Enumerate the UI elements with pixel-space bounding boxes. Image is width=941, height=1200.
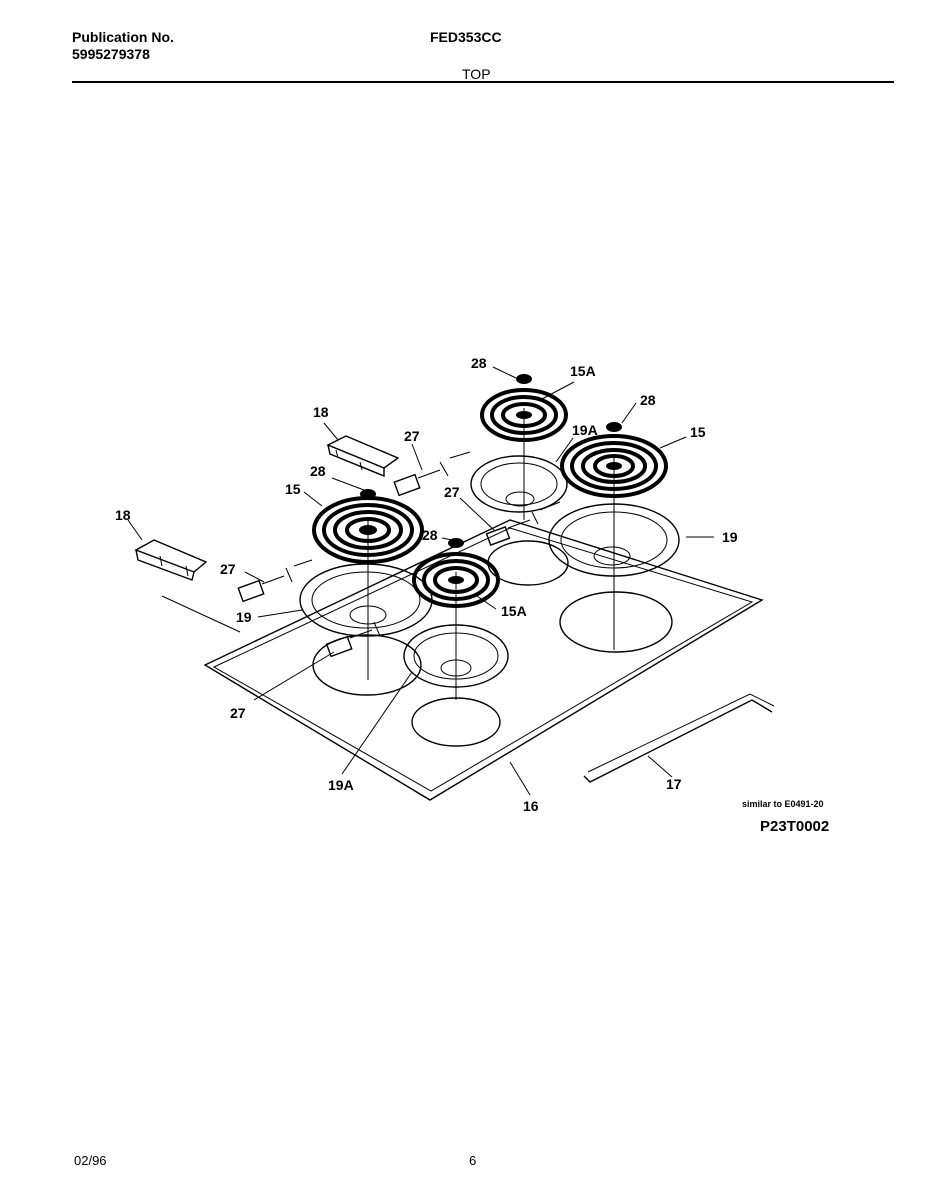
mounting-bracket-rear: [326, 435, 400, 478]
callout-15-a: 15: [690, 424, 706, 440]
receptacle-center: [485, 501, 561, 546]
publication-label: Publication No.: [72, 29, 174, 45]
callout-27-a: 27: [404, 428, 420, 444]
receptacle-left: [237, 559, 313, 603]
callout-15a-a: 15A: [570, 363, 596, 379]
footer-date: 02/96: [74, 1153, 107, 1168]
callout-19a-a: 19A: [572, 422, 598, 438]
header-rule: [72, 81, 894, 83]
callout-19-a: 19: [722, 529, 738, 545]
element-caps: [360, 374, 622, 548]
leader-lines: [127, 366, 714, 796]
trim-rod: [583, 693, 775, 783]
callout-28-c: 28: [310, 463, 326, 479]
callout-27-b: 27: [444, 484, 460, 500]
receptacle-rear: [393, 451, 471, 497]
callout-27-d: 27: [230, 705, 246, 721]
callout-15-b: 15: [285, 481, 301, 497]
page-number: 6: [469, 1153, 477, 1168]
callout-15a-b: 15A: [501, 603, 527, 619]
callout-27-c: 27: [220, 561, 236, 577]
callout-18-a: 18: [313, 404, 329, 420]
drip-bowl-small-back: [470, 455, 568, 513]
mounting-bracket-front: [134, 539, 208, 581]
callout-17: 17: [666, 776, 682, 792]
model-number: FED353CC: [430, 29, 502, 45]
similar-note: similar to E0491-20: [742, 799, 824, 809]
section-title: TOP: [462, 66, 491, 82]
callout-28-a: 28: [471, 355, 487, 371]
callout-28-d: 28: [422, 527, 438, 543]
callout-16: 16: [523, 798, 539, 814]
diagram-part-code: P23T0002: [760, 818, 829, 835]
callout-28-b: 28: [640, 392, 656, 408]
publication-number: 5995279378: [72, 46, 150, 62]
callout-18-b: 18: [115, 507, 131, 523]
drip-bowl-large-front: [299, 563, 433, 637]
callout-19a-b: 19A: [328, 777, 354, 793]
callout-19-b: 19: [236, 609, 252, 625]
